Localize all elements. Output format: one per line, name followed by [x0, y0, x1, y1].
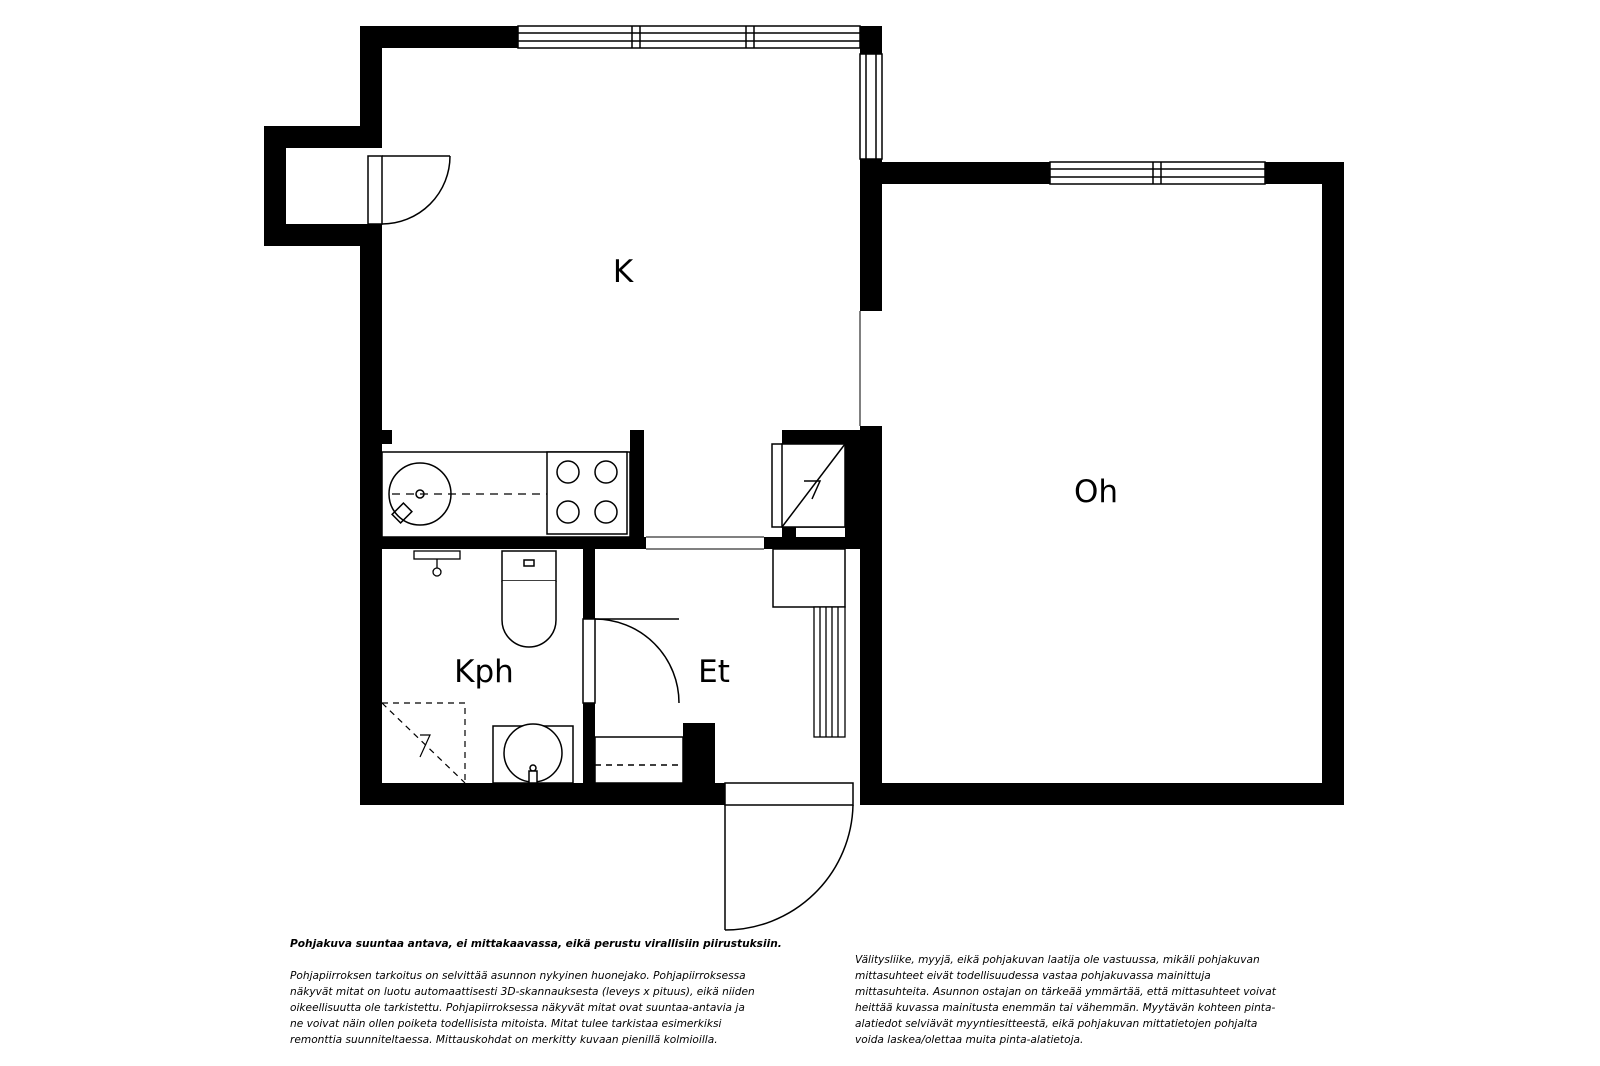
- coat-rack: [813, 606, 846, 738]
- toilet: [501, 550, 557, 648]
- disclaimer-left: Pohjapiirroksen tarkoitus on selvittää a…: [290, 970, 755, 1046]
- stove: [546, 451, 628, 535]
- bathroom-door: [582, 618, 680, 704]
- wardrobe: [594, 736, 684, 784]
- room-label-living-room: Oh: [1074, 474, 1118, 510]
- disclaimer-right: Välitysliike, myyjä, eikä pohjakuvan laa…: [855, 954, 1276, 1046]
- living-room-window: [1049, 161, 1266, 185]
- bathroom-faucet: [413, 550, 461, 577]
- openings: [646, 311, 861, 550]
- hall-shelf: [772, 548, 846, 608]
- kitchen-window-right: [859, 53, 883, 160]
- kitchen-window-top: [517, 25, 861, 49]
- electrical-cabinet: [771, 443, 846, 528]
- closet-door: [367, 155, 451, 225]
- room-label-entrance: Et: [698, 654, 730, 690]
- room-label-kitchen: K: [613, 254, 634, 290]
- room-label-bathroom: Kph: [454, 654, 514, 690]
- windows: [517, 25, 1266, 185]
- shower-drain-icon: [419, 734, 431, 758]
- entrance-door: [724, 782, 854, 931]
- disclaimer-heading: Pohjakuva suuntaa antava, ei mittakaavas…: [290, 938, 782, 950]
- shower-area: [381, 702, 466, 784]
- washbasin: [492, 723, 574, 784]
- walls: [264, 26, 1344, 805]
